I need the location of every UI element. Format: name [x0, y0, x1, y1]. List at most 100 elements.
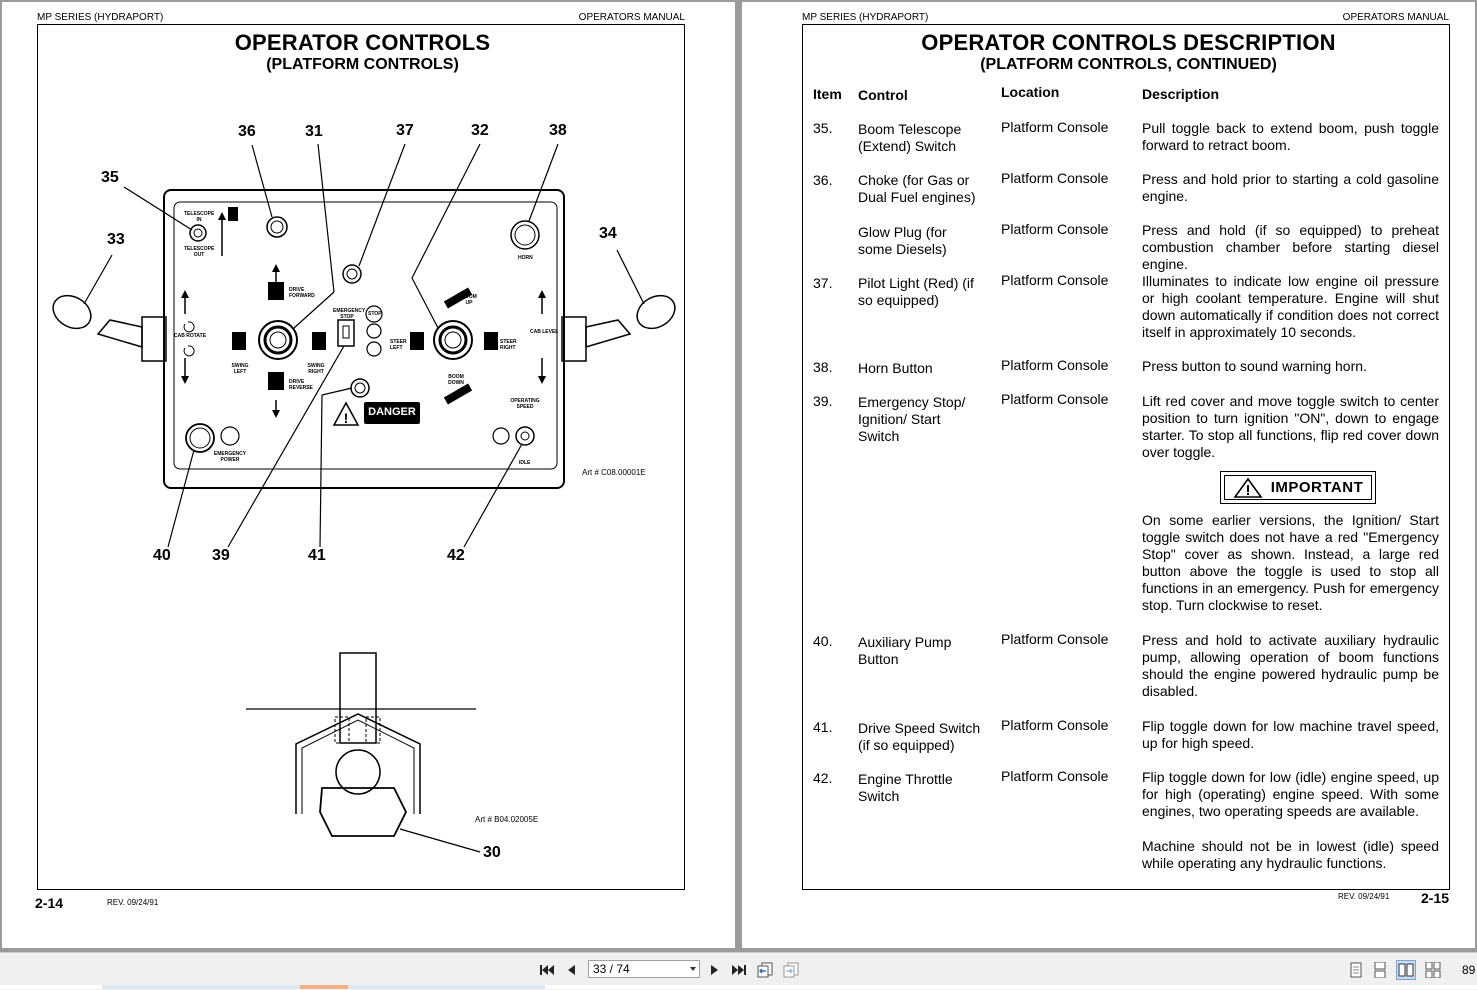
drive-speed-switch — [350, 378, 370, 398]
chevron-down-icon — [690, 967, 696, 971]
page-title: OPERATOR CONTROLS — [234, 30, 491, 55]
first-page-button[interactable] — [538, 961, 556, 979]
svg-text:!: ! — [344, 410, 349, 426]
go-forward-icon — [783, 962, 799, 978]
running-header-right: OPERATORS MANUAL — [578, 12, 685, 23]
row-37-description: Illuminates to indicate low engine oil p… — [1142, 273, 1439, 340]
left-lever-mount — [141, 316, 167, 362]
row-37-control: Pilot Light (Red) (if so equipped) — [858, 275, 974, 308]
row-41-description: Flip toggle down for low machine travel … — [1142, 718, 1439, 751]
previous-page-button[interactable] — [562, 961, 580, 979]
callout-42: 42 — [447, 547, 465, 564]
last-page-icon — [732, 965, 746, 975]
continuous-facing-view-button[interactable] — [1424, 961, 1442, 979]
label-boom-up: BOOM UP — [461, 294, 477, 306]
callout-31: 31 — [305, 123, 323, 140]
stop-indicator — [365, 305, 383, 323]
right-page: MP SERIES (HYDRAPORT) OPERATORS MANUAL O… — [742, 2, 1475, 948]
label-steer-right: STEER RIGHT — [500, 339, 517, 351]
label-drive-reverse: DRIVE REVERSE — [289, 379, 313, 391]
label-stop: STOP — [368, 311, 382, 317]
label-emergency-power: EMERGENCY POWER — [213, 451, 247, 463]
next-page-button[interactable] — [706, 961, 724, 979]
row-40-item: 40. — [813, 633, 833, 649]
panel-outer — [163, 189, 565, 489]
revision-date: REV. 09/24/91 — [1338, 892, 1390, 901]
page-frame — [37, 24, 685, 890]
label-emergency-stop: EMERGENCY STOP — [333, 308, 366, 320]
important-label: IMPORTANT — [1270, 479, 1364, 496]
callout-40: 40 — [153, 547, 171, 564]
running-header-left: MP SERIES (HYDRAPORT) — [37, 12, 164, 23]
continuous-icon — [1374, 962, 1386, 978]
running-header-right: OPERATORS MANUAL — [1342, 12, 1449, 23]
row-41-location: Platform Console — [1001, 717, 1109, 733]
callout-38: 38 — [549, 122, 567, 139]
page-indicator: 33 / 74 — [593, 962, 630, 976]
row-42-control: Engine Throttle Switch — [858, 771, 953, 804]
row-42-location: Platform Console — [1001, 768, 1109, 784]
row-36-control: Choke (for Gas or Dual Fuel engines) — [858, 172, 976, 205]
page-number-select[interactable]: 33 / 74 — [588, 960, 700, 978]
row-39-location: Platform Console — [1001, 391, 1109, 407]
running-header-left: MP SERIES (HYDRAPORT) — [802, 12, 929, 23]
zoom-level[interactable]: 89 — [1462, 963, 1476, 977]
label-telescope-in: TELESCOPE IN — [184, 211, 215, 223]
last-page-button[interactable] — [730, 961, 748, 979]
column-header-item: Item — [813, 86, 842, 102]
choke-button — [266, 216, 288, 238]
row-37-location: Platform Console — [1001, 272, 1109, 288]
callout-34: 34 — [599, 225, 617, 242]
boom-joystick — [433, 320, 473, 360]
left-joystick-knob — [52, 294, 92, 330]
facing-pages-icon — [1398, 963, 1414, 977]
label-steer-left: STEER LEFT — [390, 339, 407, 351]
callout-32: 32 — [471, 122, 489, 139]
row-40-location: Platform Console — [1001, 631, 1109, 647]
important-text: On some earlier versions, the Ignition/ … — [1142, 512, 1439, 613]
callout-41: 41 — [308, 547, 326, 564]
page-number: 2-15 — [1421, 890, 1450, 906]
row-41-item: 41. — [813, 719, 833, 735]
right-lever-mount — [561, 316, 587, 362]
page-number: 2-14 — [35, 895, 64, 911]
horn-button — [510, 220, 540, 250]
row-35-item: 35. — [813, 120, 833, 136]
label-swing-right: SWING RIGHT — [307, 363, 325, 375]
go-back-button[interactable] — [756, 961, 774, 979]
label-operating-speed: OPERATING SPEED — [510, 398, 540, 410]
column-header-description: Description — [1142, 86, 1220, 102]
row-glow-plug-location: Platform Console — [1001, 221, 1109, 237]
row-36-description: Press and hold prior to starting a cold … — [1142, 171, 1439, 204]
continuous-view-button[interactable] — [1371, 961, 1389, 979]
row-glow-plug-control: Glow Plug (for some Diesels) — [858, 224, 947, 257]
danger-decal-label: DANGER — [368, 406, 416, 418]
previous-page-icon — [568, 965, 575, 975]
art-number-pedal: Art # B04.02005E — [475, 815, 539, 824]
platform-control-panel-diagram: ! — [52, 143, 676, 853]
row-35-location: Platform Console — [1001, 119, 1109, 135]
row-40-control: Auxiliary Pump Button — [858, 634, 952, 667]
row-37-item: 37. — [813, 275, 833, 291]
facing-pages-view-button[interactable] — [1396, 960, 1416, 980]
page-frame — [802, 24, 1450, 890]
revision-date: REV. 09/24/91 — [107, 898, 159, 907]
label-cab-rotate: CAB ROTATE — [174, 333, 207, 339]
viewer-toolbar: 33 / 74 89 — [0, 952, 1477, 990]
callout-30: 30 — [483, 844, 501, 861]
single-page-icon — [1350, 962, 1362, 978]
go-forward-button[interactable] — [782, 961, 800, 979]
callout-37: 37 — [396, 122, 414, 139]
callout-33: 33 — [107, 231, 125, 248]
left-page: MP SERIES (HYDRAPORT) OPERATORS MANUAL O… — [2, 2, 735, 948]
pedal-shaft — [339, 652, 377, 744]
page-title: OPERATOR CONTROLS DESCRIPTION — [921, 30, 1336, 55]
pilot-light — [342, 264, 362, 284]
row-38-location: Platform Console — [1001, 357, 1109, 373]
label-cab-level: CAB LEVEL — [530, 329, 559, 335]
label-idle: IDLE — [519, 460, 531, 466]
single-page-view-button[interactable] — [1347, 961, 1365, 979]
row-38-item: 38. — [813, 359, 833, 375]
horizontal-scrollbar[interactable] — [0, 985, 1477, 989]
row-42-item: 42. — [813, 770, 833, 786]
